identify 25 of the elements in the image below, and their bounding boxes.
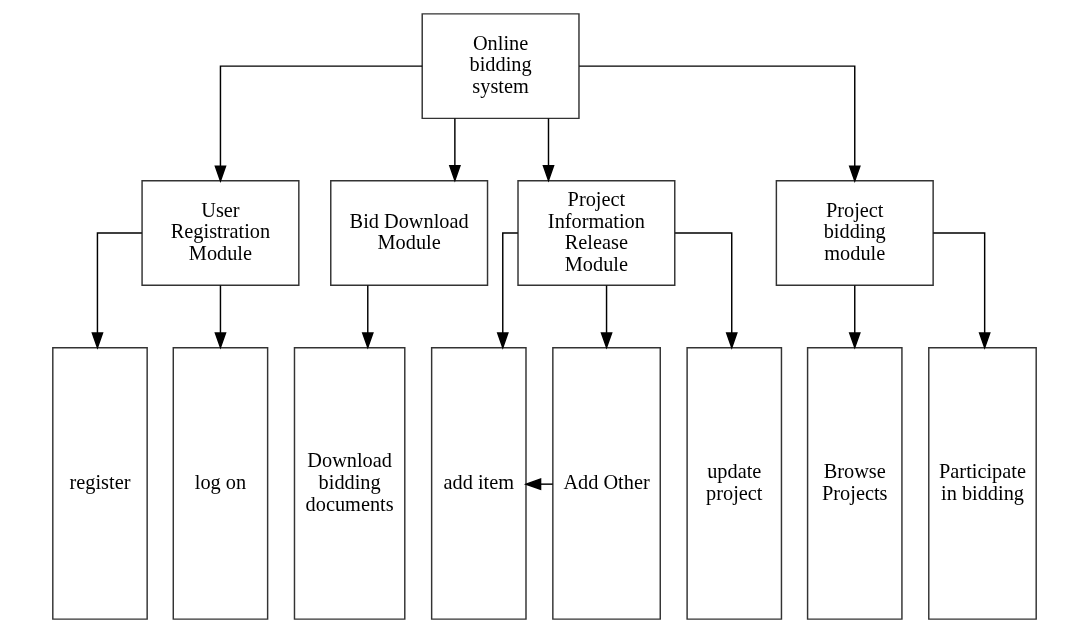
- node-box: add item: [430, 347, 527, 620]
- node-box: register: [51, 347, 148, 620]
- arrow: [523, 478, 553, 491]
- arrow: [848, 284, 861, 350]
- node-box: log on: [172, 347, 268, 620]
- arrow: [673, 232, 738, 350]
- node-box: Add Other: [551, 347, 661, 620]
- node-box: update project: [685, 347, 782, 620]
- arrow: [577, 65, 861, 183]
- node-box: Participate in bidding: [927, 347, 1037, 620]
- node-box: User Registration Module: [140, 180, 300, 286]
- node-box: Project Information Release Module: [516, 180, 675, 286]
- arrow: [599, 284, 613, 350]
- arrow: [361, 284, 374, 350]
- node-box: Online bidding system: [421, 13, 580, 120]
- node-box: Bid Download Module: [329, 180, 488, 286]
- arrow: [932, 232, 991, 350]
- node-box: Download bidding documents: [293, 347, 405, 620]
- arrow: [213, 284, 227, 350]
- arrow: [213, 65, 423, 183]
- node-box: Browse Projects: [806, 347, 903, 620]
- arrow: [448, 117, 461, 183]
- arrow: [90, 232, 143, 350]
- arrow: [541, 117, 555, 183]
- node-box: Project bidding module: [775, 180, 934, 286]
